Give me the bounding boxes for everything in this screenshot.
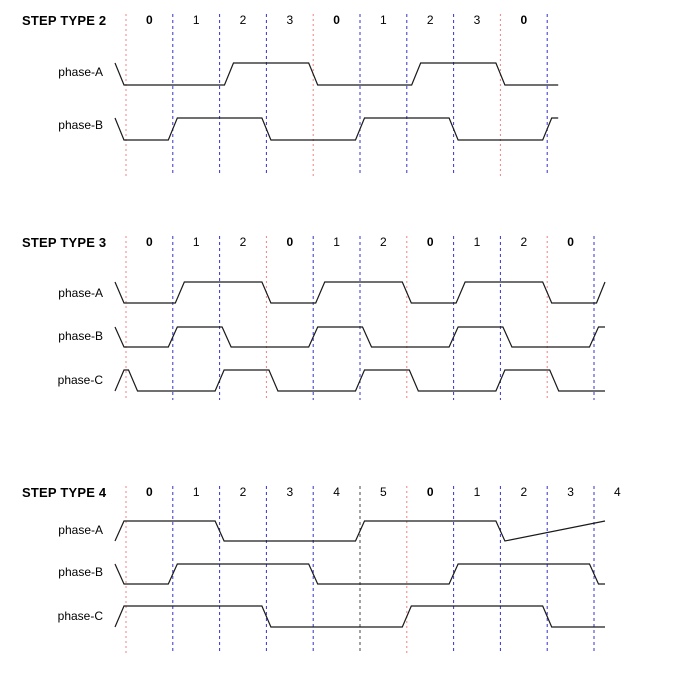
step-index-label: 2	[520, 235, 528, 249]
waveform-section-step-type-3: STEP TYPE 3 0 1 2 0 1 2 0 1 2 0 phase-A phase-B phase…	[0, 225, 674, 425]
step-index-label: 1	[380, 13, 387, 27]
step-index-label: 1	[192, 13, 200, 27]
phase-label-phase-C: phase-C	[57, 609, 103, 623]
waveform-phase-C	[114, 369, 605, 392]
step-index-label: 3	[473, 13, 481, 27]
waveform-canvas	[114, 14, 559, 176]
step-index-label: 2	[380, 235, 387, 249]
step-index-label: 3	[567, 485, 574, 499]
step-index-label: 0	[146, 13, 153, 27]
step-index-label: 3	[286, 13, 294, 27]
step-index-label: 2	[239, 235, 247, 249]
section-title: STEP TYPE 3	[22, 235, 107, 250]
step-index-label: 1	[192, 235, 200, 249]
step-index-label: 0	[520, 13, 528, 27]
step-index-label: 0	[146, 235, 153, 249]
step-index-label: 0	[426, 235, 434, 249]
step-index-label: 1	[192, 485, 200, 499]
section-title: STEP TYPE 2	[22, 13, 107, 28]
waveform-phase-A	[114, 62, 559, 86]
phase-label-phase-A: phase-A	[58, 65, 103, 79]
step-index-label: 0	[567, 235, 574, 249]
waveform-phase-B	[114, 326, 605, 348]
waveform-phase-A	[114, 281, 606, 304]
waveform-phase-C	[114, 605, 605, 628]
waveform-canvas	[114, 486, 606, 653]
phase-label-phase-C: phase-C	[57, 373, 103, 387]
step-index-label: 2	[520, 485, 528, 499]
section-title: STEP TYPE 4	[22, 485, 107, 500]
waveform-section-step-type-2: STEP TYPE 2 0 1 2 3 0 1 2 3 0 phase-A phase-B	[0, 0, 674, 200]
step-index-label: 1	[473, 485, 481, 499]
step-index-label: 2	[239, 13, 247, 27]
waveform-section-step-type-4: STEP TYPE 4 0 1 2 3 4 5 0 1 2 3 4 phase-A phase-B phas…	[0, 470, 674, 675]
phase-label-phase-B: phase-B	[58, 329, 103, 343]
waveform-phase-B	[114, 117, 559, 141]
step-index-label: 1	[333, 235, 340, 249]
step-index-label: 4	[614, 485, 621, 499]
step-index-label: 5	[380, 485, 387, 499]
phase-label-phase-A: phase-A	[58, 523, 103, 537]
step-index-label: 0	[426, 485, 434, 499]
waveform-phase-B	[114, 563, 605, 585]
waveform-phase-A	[114, 520, 606, 542]
step-index-label: 2	[239, 485, 247, 499]
phase-label-phase-B: phase-B	[58, 565, 103, 579]
phase-label-phase-B: phase-B	[58, 118, 103, 132]
step-index-label: 0	[333, 13, 340, 27]
step-index-label: 0	[146, 485, 153, 499]
step-index-label: 0	[286, 235, 294, 249]
waveform-canvas	[114, 236, 606, 400]
step-index-label: 2	[426, 13, 434, 27]
step-index-label: 3	[286, 485, 294, 499]
step-index-label: 4	[333, 485, 340, 499]
phase-label-phase-A: phase-A	[58, 286, 103, 300]
step-index-label: 1	[473, 235, 481, 249]
